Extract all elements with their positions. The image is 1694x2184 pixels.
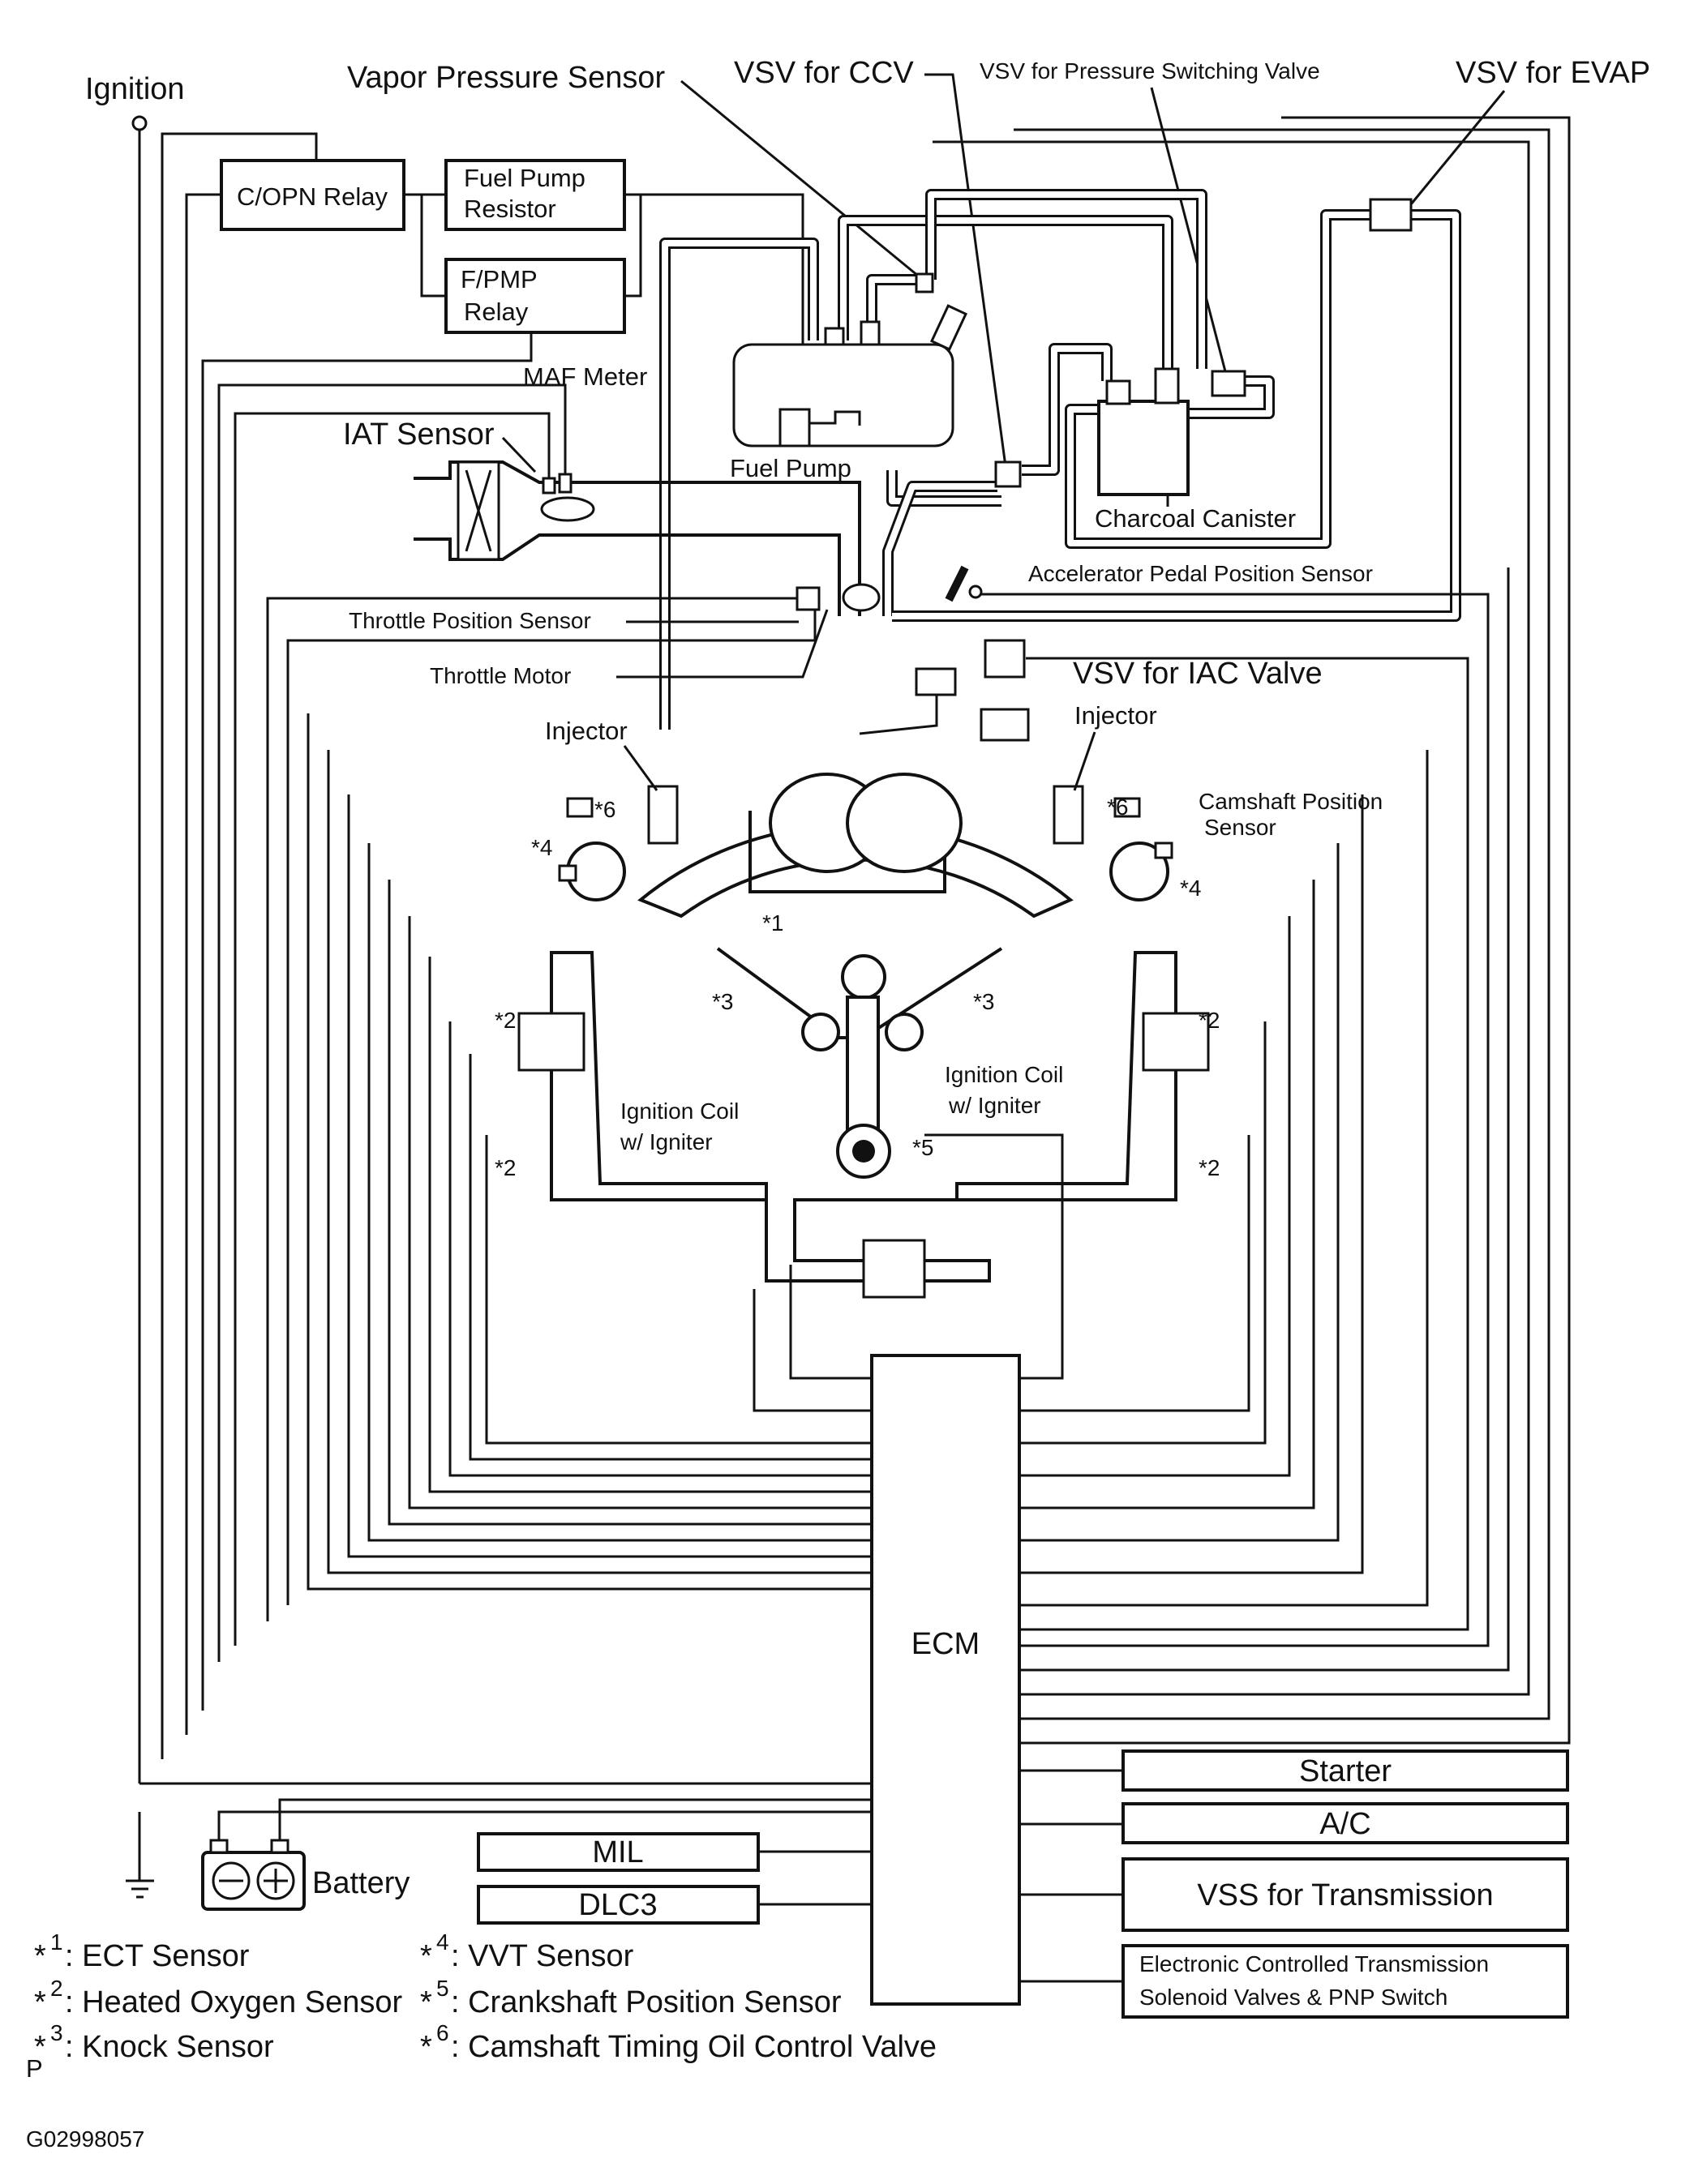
vss-label: VSS for Transmission: [1197, 1878, 1493, 1912]
legend-star-3: *: [34, 2030, 46, 2064]
marker-6a: *6: [594, 797, 615, 822]
vsv-evap-icon: [1369, 198, 1413, 232]
injector-left-icon: [647, 785, 679, 845]
charcoal-canister-icon: [1097, 400, 1190, 496]
camshaft-position-label-1: Camshaft Position: [1199, 789, 1383, 814]
fpmp-relay-label-2: Relay: [464, 298, 529, 326]
legend-num-1: 1: [50, 1929, 63, 1955]
ignition-coil-left-label-2: w/ Igniter: [620, 1129, 713, 1154]
ignition-coil-left-label-1: Ignition Coil: [620, 1098, 739, 1124]
ecm-wiring-left: [307, 713, 872, 1591]
marker-6b: *6: [1107, 794, 1128, 820]
marker-4b: *4: [1180, 876, 1201, 901]
engine-block: [637, 773, 1074, 1179]
copn-relay-label: C/OPN Relay: [237, 182, 388, 211]
fuel-tank: [732, 343, 954, 448]
maf-meter-icon: [540, 496, 595, 522]
evap-hoses: [659, 189, 1461, 730]
legend-text-4: : VVT Sensor: [451, 1939, 634, 1973]
footer-p: P: [26, 2054, 43, 2083]
ignition-label: Ignition: [85, 72, 185, 106]
injector-left-label: Injector: [545, 717, 628, 745]
battery-label: Battery: [312, 1866, 410, 1900]
legend-num-2: 2: [50, 1976, 63, 2001]
ignition-coil-right-label-2: w/ Igniter: [948, 1093, 1041, 1118]
iat-sensor-label: IAT Sensor: [343, 418, 495, 452]
legend-text-3: : Knock Sensor: [65, 2030, 274, 2064]
vsv-ccv-label: VSV for CCV: [734, 56, 914, 90]
ecm-label: ECM: [911, 1627, 980, 1661]
legend-star-4: *: [420, 1939, 432, 1973]
fuel-pump-label: Fuel Pump: [730, 454, 851, 482]
vsv-iac-label: VSV for IAC Valve: [1073, 657, 1323, 691]
throttle-body-icon: [842, 583, 881, 612]
starter-box: [1121, 1749, 1569, 1792]
marker-3b: *3: [973, 989, 994, 1014]
ground-icon: [126, 1879, 154, 1899]
throttle-motor-label: Throttle Motor: [430, 663, 571, 688]
exhaust-system: [517, 951, 1210, 1299]
marker-2b: *2: [495, 1155, 516, 1180]
marker-2d: *2: [1199, 1155, 1220, 1180]
ecm-wiring-right: [924, 116, 1571, 1745]
accelerator-pedal-label: Accelerator Pedal Position Sensor: [1028, 561, 1373, 586]
throttle-position-sensor-icon: [796, 586, 821, 611]
legend: * 1 : ECT Sensor * 2 : Heated Oxygen Sen…: [34, 1929, 937, 2064]
vsv-pressure-switching-icon: [1211, 370, 1246, 397]
vapor-pressure-sensor-icon: [915, 272, 934, 293]
ignition-terminal-icon: [131, 115, 148, 131]
marker-3a: *3: [712, 989, 733, 1014]
footer-code: G02998057: [26, 2126, 144, 2152]
ect-solenoid-label-2: Solenoid Valves & PNP Switch: [1139, 1985, 1447, 2010]
fuel-pump-resistor-label-2: Resistor: [464, 195, 556, 223]
injector-right-label: Injector: [1074, 701, 1157, 730]
legend-text-6: : Camshaft Timing Oil Control Valve: [451, 2030, 937, 2064]
marker-2a: *2: [495, 1008, 516, 1033]
ac-box: [1121, 1802, 1569, 1844]
ocv-left-icon: [566, 797, 594, 818]
camshaft-position-label-2: Sensor: [1204, 815, 1276, 840]
throttle-position-sensor-label: Throttle Position Sensor: [349, 608, 591, 633]
ect-solenoid-box: [1121, 1944, 1569, 2019]
legend-star-6: *: [420, 2030, 432, 2064]
ecm-box: [870, 1354, 1021, 2006]
mil-label: MIL: [592, 1835, 643, 1869]
legend-num-4: 4: [436, 1929, 449, 1955]
legend-text-5: : Crankshaft Position Sensor: [451, 1985, 842, 2019]
vsv-pressure-switching-label: VSV for Pressure Switching Valve: [980, 58, 1320, 84]
ignition-coil-right-label-1: Ignition Coil: [945, 1062, 1063, 1087]
legend-num-3: 3: [50, 2020, 63, 2045]
ect-solenoid-label-1: Electronic Controlled Transmission: [1139, 1951, 1489, 1976]
vsv-iac-icon: [984, 639, 1026, 679]
starter-label: Starter: [1299, 1754, 1392, 1788]
air-cleaner: [414, 460, 861, 616]
legend-star-5: *: [420, 1985, 432, 2019]
marker-1: *1: [762, 910, 783, 936]
maf-meter-label: MAF Meter: [523, 362, 647, 391]
vvt-right-icon: [1109, 841, 1169, 901]
legend-star-2: *: [34, 1985, 46, 2019]
marker-5: *5: [912, 1135, 933, 1160]
marker-2c: *2: [1199, 1008, 1220, 1033]
vsv-ccv-icon: [994, 460, 1022, 488]
vapor-pressure-sensor-label: Vapor Pressure Sensor: [347, 61, 665, 95]
dlc3-label: DLC3: [578, 1888, 657, 1922]
battery-icon: [201, 1839, 306, 1911]
injector-right-icon: [1053, 785, 1084, 845]
vsv-evap-label: VSV for EVAP: [1456, 56, 1650, 90]
ocv-right-icon: [1113, 797, 1141, 818]
ac-label: A/C: [1319, 1807, 1370, 1841]
fpmp-relay-label-1: F/PMP: [461, 265, 538, 293]
legend-star-1: *: [34, 1939, 46, 1973]
legend-num-5: 5: [436, 1976, 449, 2001]
legend-text-2: : Heated Oxygen Sensor: [65, 1985, 402, 2019]
charcoal-canister-label: Charcoal Canister: [1095, 504, 1296, 533]
accelerator-pedal-icon: [945, 565, 983, 602]
legend-text-1: : ECT Sensor: [65, 1939, 250, 1973]
fuel-pump-icon: [778, 408, 811, 448]
legend-num-6: 6: [436, 2020, 449, 2045]
marker-4a: *4: [531, 835, 552, 860]
fuel-pump-resistor-label-1: Fuel Pump: [464, 164, 585, 192]
